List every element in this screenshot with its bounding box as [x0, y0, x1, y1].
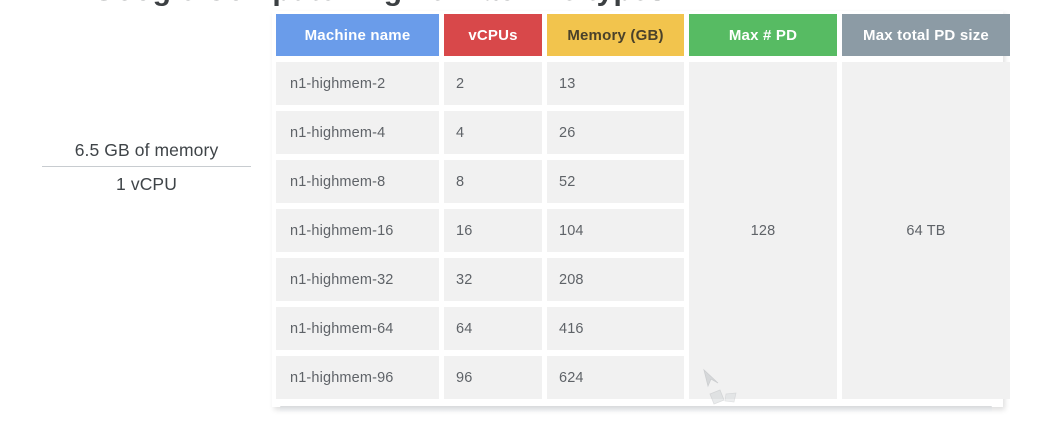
- cell-machine-name: n1-highmem-32: [276, 258, 439, 301]
- column-header-memory[interactable]: Memory (GB): [547, 14, 684, 56]
- cell-memory: 416: [547, 307, 684, 350]
- cell-max-total-pd-size-merged: 64 TB: [842, 62, 1010, 399]
- cell-vcpus: 2: [444, 62, 542, 105]
- column-header-max-pd[interactable]: Max # PD: [689, 14, 837, 56]
- cell-memory: 208: [547, 258, 684, 301]
- cell-vcpus: 4: [444, 111, 542, 154]
- cell-memory: 104: [547, 209, 684, 252]
- column-header-machine-name[interactable]: Machine name: [276, 14, 439, 56]
- card-bottom-shadow: [280, 406, 992, 412]
- fraction-divider: [42, 166, 251, 167]
- cell-max-pd-merged: 128: [689, 62, 837, 399]
- cell-memory: 52: [547, 160, 684, 203]
- cell-machine-name: n1-highmem-96: [276, 356, 439, 399]
- cell-machine-name: n1-highmem-8: [276, 160, 439, 203]
- machine-types-table-card: Machine name vCPUs Memory (GB) Max # PD …: [272, 11, 1010, 407]
- table-grid: Machine name vCPUs Memory (GB) Max # PD …: [276, 14, 1010, 403]
- annotation-denominator: 1 vCPU: [116, 174, 177, 194]
- memory-per-vcpu-annotation: 6.5 GB of memory 1 vCPU: [42, 137, 251, 197]
- annotation-numerator: 6.5 GB of memory: [74, 140, 219, 160]
- column-header-vcpus[interactable]: vCPUs: [444, 14, 542, 56]
- cell-memory: 13: [547, 62, 684, 105]
- column-header-max-total-pd-size[interactable]: Max total PD size: [842, 14, 1010, 56]
- cell-machine-name: n1-highmem-4: [276, 111, 439, 154]
- cell-machine-name: n1-highmem-16: [276, 209, 439, 252]
- cell-vcpus: 32: [444, 258, 542, 301]
- cell-memory: 624: [547, 356, 684, 399]
- cell-machine-name: n1-highmem-2: [276, 62, 439, 105]
- cell-vcpus: 16: [444, 209, 542, 252]
- cell-vcpus: 8: [444, 160, 542, 203]
- machine-types-table: Machine name vCPUs Memory (GB) Max # PD …: [276, 14, 1010, 403]
- slide-title-fragment: Google Compute Engine machine types: [92, 0, 666, 8]
- cell-memory: 26: [547, 111, 684, 154]
- cell-machine-name: n1-highmem-64: [276, 307, 439, 350]
- cell-vcpus: 96: [444, 356, 542, 399]
- cell-vcpus: 64: [444, 307, 542, 350]
